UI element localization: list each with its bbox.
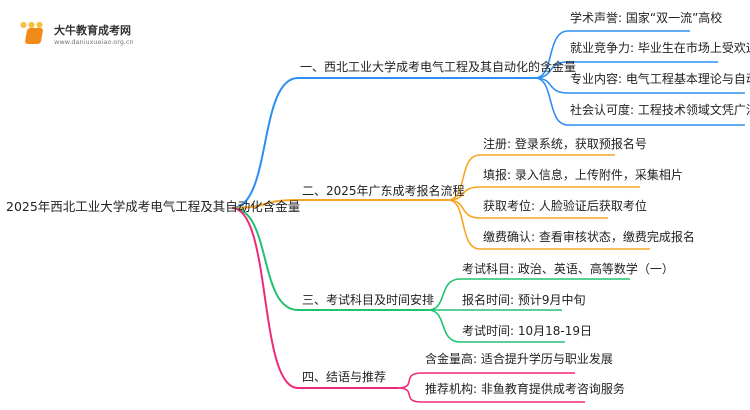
branch-3-item: 考试时间: 10月18-19日 xyxy=(462,324,592,338)
book-icon xyxy=(24,28,44,44)
branch-2-child-connector xyxy=(447,199,650,250)
logo-name: 大牛教育成考网 xyxy=(54,24,131,37)
branch-4-connector xyxy=(231,207,398,389)
branch-1-child-connector xyxy=(534,30,690,79)
logo: ●●● 大牛教育成考网 www.daniuxueiao.org.cn xyxy=(20,18,140,48)
branch-1-child-connector xyxy=(534,61,718,79)
branch-3-child-connector xyxy=(427,309,565,343)
branch-2-child-connector xyxy=(447,186,640,201)
branch-3: 三、考试科目及时间安排 xyxy=(302,293,435,307)
branch-1-item: 学术声誉: 国家“双一流”高校 xyxy=(570,11,723,25)
branch-1-connector xyxy=(231,77,535,209)
branch-1-item: 就业竞争力: 毕业生在市场上受欢迎 xyxy=(570,41,750,55)
branch-4-item: 推荐机构: 非鱼教育提供成考咨询服务 xyxy=(425,382,625,396)
branch-1-item: 社会认可度: 工程技术领域文凭广泛认可 xyxy=(570,103,750,117)
branch-2-child-connector xyxy=(447,154,615,201)
branch-4-child-connector xyxy=(397,372,575,389)
branch-2: 二、2025年广东成考报名流程 xyxy=(302,184,465,198)
branch-3-child-connector xyxy=(427,278,630,311)
branch-3-connector xyxy=(231,207,428,311)
branch-2-connector xyxy=(231,199,448,209)
branch-4: 四、结语与推荐 xyxy=(302,370,387,384)
branch-2-item: 获取考位: 人脸验证后获取考位 xyxy=(483,199,647,213)
branch-2-item: 填报: 录入信息，上传附件，采集相片 xyxy=(483,168,683,182)
logo-url: www.daniuxueiao.org.cn xyxy=(54,38,134,46)
root-node: 2025年西北工业大学成考电气工程及其自动化含金量 xyxy=(6,199,301,214)
branch-1-item: 专业内容: 电气工程基本理论与自动化技术 xyxy=(570,72,750,86)
branch-4-child-connector xyxy=(397,387,585,403)
branch-1-child-connector xyxy=(534,77,745,126)
logo-dots-icon: ●●● xyxy=(20,20,44,29)
branch-1: 一、西北工业大学成考电气工程及其自动化的含金量 xyxy=(300,60,577,74)
branch-2-item: 注册: 登录系统，获取预报名号 xyxy=(483,137,647,151)
branch-3-item: 考试科目: 政治、英语、高等数学（一） xyxy=(462,262,674,276)
branch-3-item: 报名时间: 预计9月中旬 xyxy=(462,293,586,307)
branch-2-item: 缴费确认: 查看审核状态，缴费完成报名 xyxy=(483,230,695,244)
branch-4-item: 含金量高: 适合提升学历与职业发展 xyxy=(425,352,613,366)
